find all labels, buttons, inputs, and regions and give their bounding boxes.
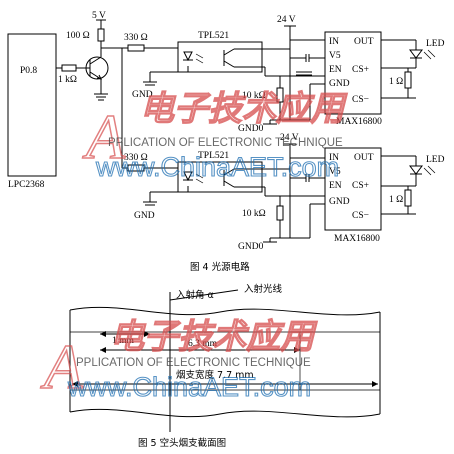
watermark-letter-top: A [82, 101, 126, 172]
circuit-figure-4: P0.8 LPC2368 1 kΩ 5 V 100 Ω 330 Ω [7, 11, 445, 273]
dim-width: 烟支宽度 7.7 mm [176, 369, 254, 381]
driver-bottom-pin-in: IN [329, 153, 339, 163]
figure4-caption: 图 4 光源电路 [190, 261, 250, 273]
led-bottom-label: LED [426, 155, 445, 165]
driver-bottom [324, 147, 382, 231]
watermark-bottom: A 电子技术应用 PPLICATION OF ELECTRONIC TECHNI… [39, 316, 318, 402]
watermark-english-bottom: PPLICATION OF ELECTRONIC TECHNIQUE [76, 357, 311, 369]
driver-top-pin-v5: V5 [329, 51, 341, 61]
resistor-100-label: 100 Ω [66, 31, 90, 41]
driver-bottom-pin-csp: CS+ [352, 181, 369, 191]
mcu-pin-label: P0.8 [20, 66, 37, 76]
mcu-name: LPC2368 [8, 180, 45, 190]
resistor-1-top-label: 1 Ω [389, 77, 403, 87]
watermark-letter-bottom: A [40, 331, 84, 402]
label-incident-angle: 入射角 α [176, 289, 214, 301]
driver-top-pin-csm: CS− [352, 95, 369, 105]
label-incident-ray: 入射光线 [244, 283, 283, 295]
supply-24v-bottom-label: 24 V [280, 133, 299, 143]
driver-bottom-pin-en: EN [329, 181, 342, 191]
mcu-box [7, 33, 57, 177]
dim-1mm: 1 mm [112, 336, 135, 346]
resistor-330-bottom-label: 330 Ω [124, 153, 148, 163]
resistor-10k-top-label: 10 kΩ [242, 91, 266, 101]
watermark-url-top: www.ChinaAET.com [95, 152, 339, 182]
driver-top-name: MAX16800 [336, 117, 382, 127]
watermark-url-bottom: www.ChinaAET.com [67, 372, 311, 402]
watermark-top: A 电子技术应用 PPLICATION OF ELECTRONIC TECHNI… [81, 88, 348, 182]
dim-6-3mm: 6.3 mm [188, 339, 218, 349]
driver-bottom-pin-out: OUT [354, 153, 374, 163]
watermark-chinese-bottom: 电子技术应用 [110, 317, 318, 357]
led-top-label: LED [426, 39, 445, 49]
figure5-caption: 图 5 空头烟支截面图 [138, 437, 226, 449]
driver-bottom-pin-csm: CS− [352, 211, 369, 221]
supply-24v-top-label: 24 V [277, 15, 296, 25]
resistor-10k-bottom-label: 10 kΩ [242, 209, 266, 219]
driver-bottom-pin-gnd: GND [329, 197, 350, 207]
driver-top-pin-csp: CS+ [352, 65, 369, 75]
driver-bottom-pin-v5: V5 [329, 167, 341, 177]
resistor-1k-label: 1 kΩ [58, 75, 77, 85]
driver-bottom-name: MAX16800 [334, 234, 380, 244]
driver-top-pin-out: OUT [354, 37, 374, 47]
gnd0-bottom-label: GND0 [238, 242, 264, 252]
opto-bottom-label: TPL521 [198, 151, 229, 161]
driver-top-pin-en: EN [329, 65, 342, 75]
gnd-top-label: GND [132, 90, 153, 100]
resistor-1-bottom [404, 189, 412, 207]
driver-top-pin-gnd: GND [329, 79, 350, 89]
transistor [85, 56, 109, 80]
resistor-100 [97, 28, 105, 42]
opto-bottom [177, 161, 263, 193]
opto-top [177, 41, 263, 73]
supply-5v-label: 5 V [92, 11, 106, 21]
gnd0-top-label: GND0 [238, 124, 264, 134]
resistor-1-bottom-label: 1 Ω [389, 195, 403, 205]
watermark-english-top: PPLICATION OF ELECTRONIC TECHNIQUE [108, 137, 343, 149]
resistor-1k [61, 64, 77, 72]
gnd-bottom-label: GND [134, 211, 155, 221]
resistor-330-top-label: 330 Ω [124, 33, 148, 43]
resistor-10k-bottom [276, 205, 284, 221]
driver-top [324, 31, 382, 115]
resistor-330-top [127, 44, 145, 52]
resistor-1-top [404, 71, 412, 89]
cross-section-figure-5: 入射角 α 入射光线 1 mm 6.3 mm 烟支宽度 7.7 mm 图 5 空… [69, 283, 381, 449]
opto-top-label: TPL521 [198, 31, 229, 41]
watermark-chinese-top: 电子技术应用 [140, 89, 348, 129]
driver-top-pin-in: IN [329, 37, 339, 47]
